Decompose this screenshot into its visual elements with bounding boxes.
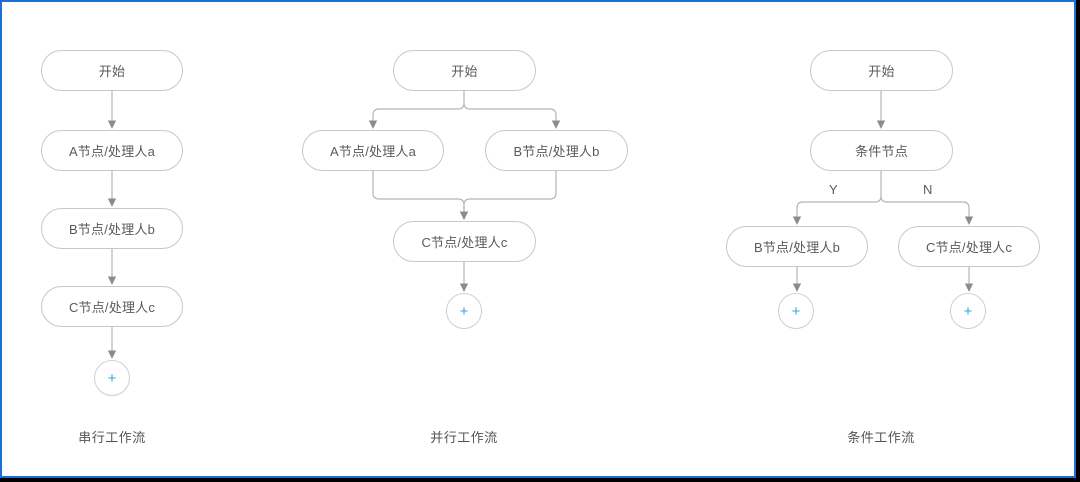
plus-icon: + — [107, 369, 117, 387]
conditional-node-c[interactable]: C节点/处理人c — [898, 226, 1040, 267]
edge-split-left — [368, 102, 465, 129]
parallel-node-a[interactable]: A节点/处理人a — [302, 130, 444, 171]
parallel-add-node-button[interactable]: + — [446, 293, 482, 329]
conditional-add-node-yes-button[interactable]: + — [778, 293, 814, 329]
plus-icon: + — [791, 302, 801, 320]
edge-merge-left — [372, 171, 469, 220]
plus-icon: + — [459, 302, 469, 320]
edge-cond-no — [880, 195, 974, 225]
conditional-add-node-no-button[interactable]: + — [950, 293, 986, 329]
conditional-node-condition[interactable]: 条件节点 — [810, 130, 953, 171]
branch-label-yes: Y — [829, 182, 838, 197]
edge-cond-yes — [792, 195, 882, 225]
parallel-node-start[interactable]: 开始 — [393, 50, 536, 91]
serial-node-c[interactable]: C节点/处理人c — [41, 286, 183, 327]
parallel-node-b[interactable]: B节点/处理人b — [485, 130, 628, 171]
conditional-node-b[interactable]: B节点/处理人b — [726, 226, 868, 267]
serial-node-a[interactable]: A节点/处理人a — [41, 130, 183, 171]
serial-caption: 串行工作流 — [78, 430, 146, 445]
conditional-node-start[interactable]: 开始 — [810, 50, 953, 91]
parallel-caption: 并行工作流 — [430, 430, 498, 445]
edge-merge-right — [459, 171, 557, 220]
serial-add-node-button[interactable]: + — [94, 360, 130, 396]
conditional-caption: 条件工作流 — [847, 430, 915, 445]
diagram-canvas: 开始 A节点/处理人a B节点/处理人b C节点/处理人c + 串行工作流 开始… — [2, 2, 1074, 476]
serial-node-start[interactable]: 开始 — [41, 50, 183, 91]
branch-label-no: N — [923, 182, 933, 197]
edge-split-right — [463, 102, 561, 129]
serial-node-b[interactable]: B节点/处理人b — [41, 208, 183, 249]
parallel-node-c[interactable]: C节点/处理人c — [393, 221, 536, 262]
plus-icon: + — [963, 302, 973, 320]
